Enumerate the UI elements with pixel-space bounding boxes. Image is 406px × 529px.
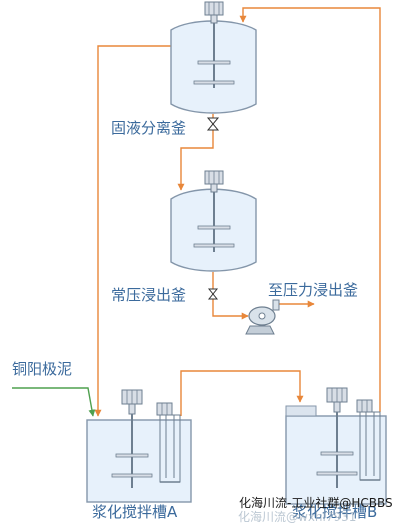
agitator-icon	[193, 1, 235, 88]
pipe-top-vessel-to-tanka	[94, 45, 171, 417]
heater-icon	[356, 399, 381, 481]
label-atmospheric-leaching: 常压浸出釜	[111, 286, 186, 304]
watermark-main: 化海川流-工业社群@HCBBS	[239, 495, 393, 510]
pipe-tanka-to-tankb	[180, 370, 304, 416]
label-solid-liquid-separation: 固液分离釜	[111, 119, 186, 137]
tank-slurry-a	[86, 389, 192, 503]
label-copper-anode-slime: 铜阳极泥	[12, 360, 72, 378]
pipe-top-to-mid-vessel	[177, 114, 214, 191]
pipe-mid-to-pump	[212, 272, 249, 320]
pump-icon	[245, 299, 280, 335]
agitator-icon	[111, 389, 153, 488]
tank-slurry-b	[285, 387, 387, 505]
pipe-feed-in	[12, 387, 96, 417]
watermark-faint: 化海川流@wxhl7931	[238, 509, 356, 524]
valve-icon	[207, 288, 219, 300]
vessel-solid-liquid-separation	[170, 1, 257, 114]
agitator-icon	[316, 387, 358, 488]
label-slurry-tank-b: 浆化搅拌槽B	[292, 503, 377, 521]
pipe-tankb-to-top-vessel	[239, 7, 381, 412]
heater-icon	[156, 402, 181, 483]
vessel-atmospheric-leaching	[170, 170, 257, 272]
valve-icon	[206, 117, 220, 131]
agitator-icon	[193, 170, 235, 252]
label-to-pressure-leaching: 至压力浸出釜	[268, 281, 358, 299]
label-slurry-tank-a: 浆化搅拌槽A	[92, 503, 178, 521]
